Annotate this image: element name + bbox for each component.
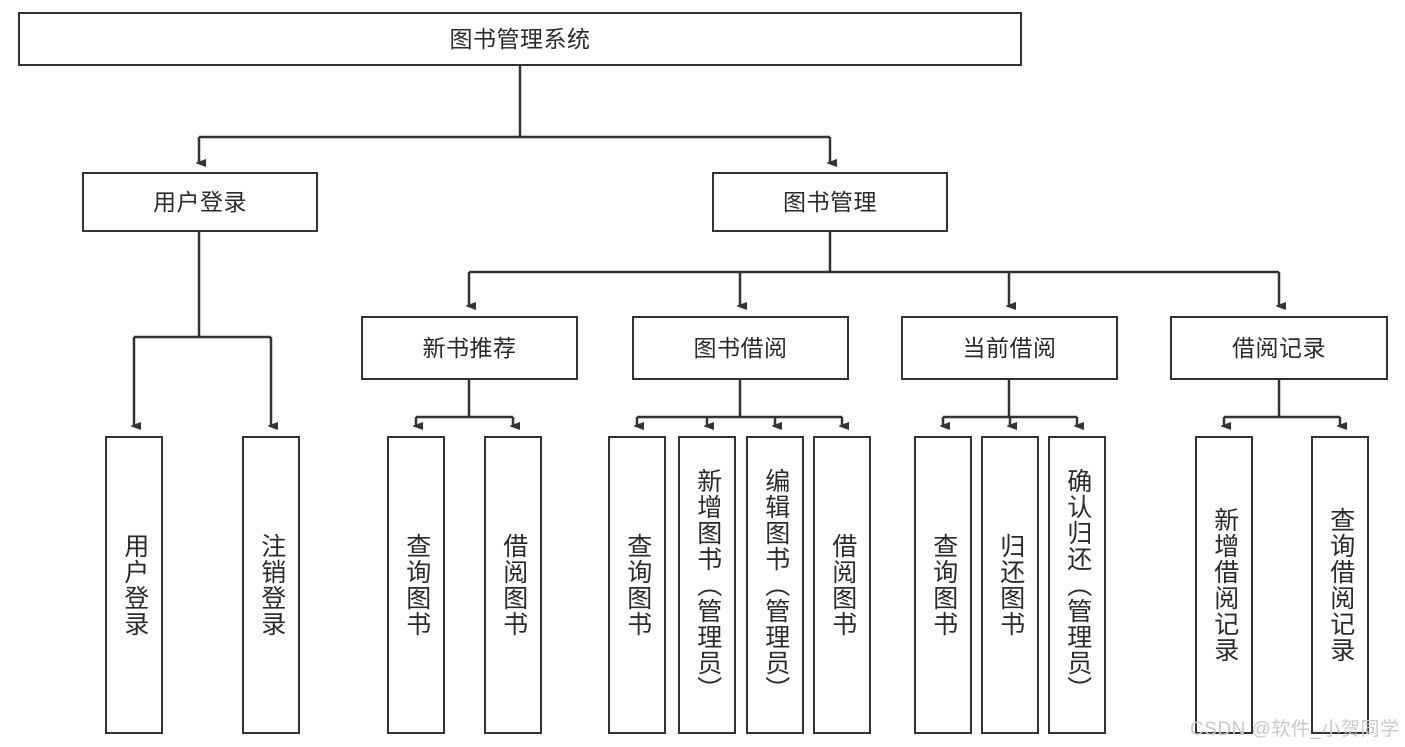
node-label: 归还图书: [996, 533, 1025, 637]
leaf-query-book-recommend[interactable]: 查询图书: [387, 436, 445, 734]
node-label: 新书推荐: [422, 334, 517, 361]
node-new-book-recommend[interactable]: 新书推荐: [361, 316, 578, 380]
node-user-login[interactable]: 用户登录: [82, 172, 318, 232]
node-book-borrow[interactable]: 图书借阅: [632, 316, 849, 380]
leaf-confirm-return-admin[interactable]: 确认归还（管理员）: [1048, 436, 1106, 734]
node-label: 查询图书: [402, 533, 431, 637]
node-label: 查询图书: [929, 533, 958, 637]
node-label: 借阅图书: [828, 533, 857, 637]
node-label: 新增借阅记录: [1210, 507, 1239, 663]
node-current-borrow[interactable]: 当前借阅: [901, 316, 1118, 380]
node-label: 注销登录: [257, 533, 286, 637]
leaf-edit-book-admin[interactable]: 编辑图书（管理员）: [746, 436, 804, 734]
node-label: 查询图书: [623, 533, 652, 637]
leaf-user-login[interactable]: 用户登录: [105, 436, 163, 734]
leaf-return-book[interactable]: 归还图书: [981, 436, 1039, 734]
node-label: 确认归还（管理员）: [1063, 468, 1092, 702]
node-label: 当前借阅: [962, 334, 1057, 361]
node-label: 借阅图书: [499, 533, 528, 637]
node-label: 用户登录: [153, 188, 247, 215]
node-book-management[interactable]: 图书管理: [712, 172, 948, 232]
node-label: 图书借阅: [693, 334, 788, 361]
node-label: 查询借阅记录: [1326, 507, 1355, 663]
leaf-borrow-book[interactable]: 借阅图书: [813, 436, 871, 734]
node-label: 新增图书（管理员）: [693, 468, 722, 702]
node-book-management-system[interactable]: 图书管理系统: [18, 12, 1022, 66]
watermark-text: CSDN @软件_小贺同学: [1190, 719, 1400, 740]
node-label: 图书管理: [783, 188, 877, 215]
leaf-add-borrow-record[interactable]: 新增借阅记录: [1195, 436, 1253, 734]
leaf-add-book-admin[interactable]: 新增图书（管理员）: [678, 436, 736, 734]
leaf-borrow-book-recommend[interactable]: 借阅图书: [484, 436, 542, 734]
node-label: 图书管理系统: [449, 25, 591, 52]
leaf-query-borrow-record[interactable]: 查询借阅记录: [1311, 436, 1369, 734]
node-label: 用户登录: [120, 533, 149, 637]
leaf-query-book-borrow[interactable]: 查询图书: [608, 436, 666, 734]
node-borrow-record[interactable]: 借阅记录: [1170, 316, 1388, 380]
node-label: 借阅记录: [1232, 334, 1326, 361]
leaf-user-logout[interactable]: 注销登录: [242, 436, 300, 734]
leaf-query-book-current[interactable]: 查询图书: [914, 436, 972, 734]
node-label: 编辑图书（管理员）: [761, 468, 790, 702]
